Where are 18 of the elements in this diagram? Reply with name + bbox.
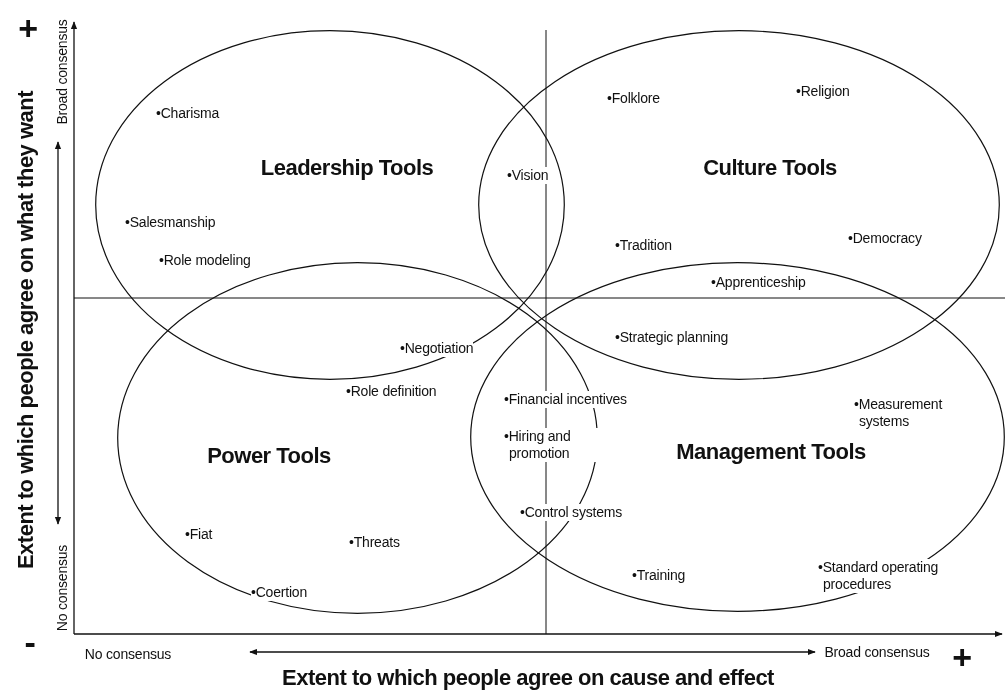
list-item: •Apprenticeship [711, 274, 806, 291]
tool-ellipse [95, 30, 565, 380]
group-heading: Management Tools [676, 439, 866, 465]
group-heading: Leadership Tools [260, 155, 434, 181]
list-item: •Religion [796, 83, 850, 100]
tool-ellipse [478, 30, 1000, 380]
list-item: •Strategic planning [615, 329, 729, 346]
group-heading: Culture Tools [703, 155, 837, 181]
list-item: •Coertion [251, 584, 308, 601]
list-item: •Democracy [848, 230, 922, 247]
list-item: •Salesmanship [125, 214, 216, 231]
list-item: •Training [632, 567, 686, 584]
list-item: •Role modeling [159, 252, 251, 269]
group-heading: Power Tools [207, 443, 331, 469]
list-item: •Vision [507, 167, 549, 184]
list-item: •Control systems [520, 504, 623, 521]
list-item: •Financial incentives [504, 391, 627, 408]
list-item: •Negotiation [400, 340, 474, 357]
